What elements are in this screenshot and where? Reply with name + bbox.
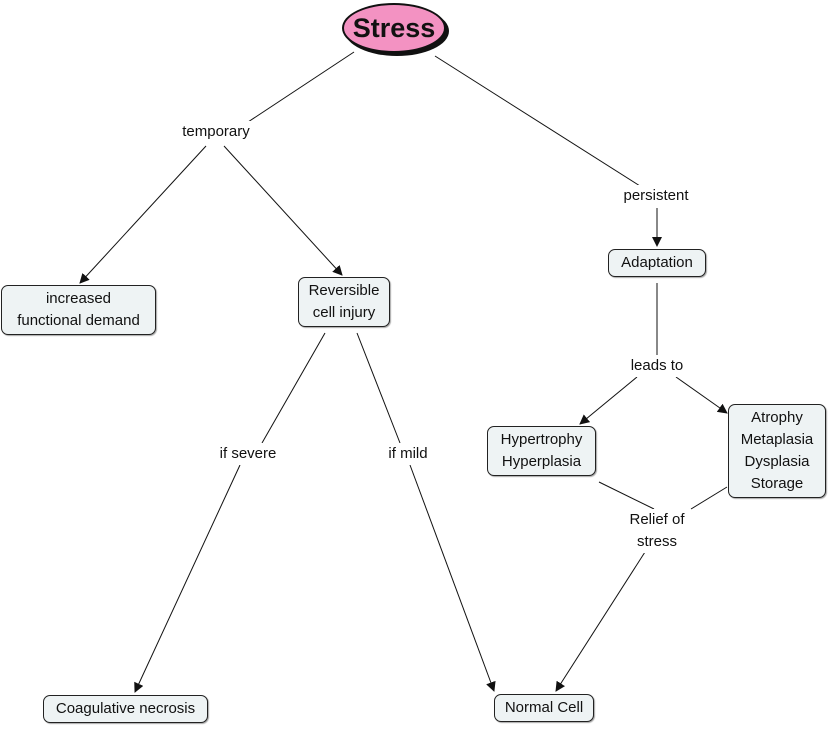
- concept-coagulative-necrosis[interactable]: Coagulative necrosis: [43, 695, 208, 723]
- node-line: increased: [45, 290, 112, 307]
- node-line: Dysplasia: [744, 453, 810, 470]
- node-line: Coagulative necrosis: [55, 700, 196, 717]
- edge-hypertrophy-relief: [598, 481, 655, 510]
- edge-temporary-demand: [79, 145, 207, 284]
- edge-ifsevere-necrosis: [134, 464, 241, 693]
- concept-increased-functional-demand[interactable]: increased functional demand: [1, 285, 156, 335]
- stress-ellipse: [342, 3, 446, 53]
- node-line: Hypertrophy: [500, 431, 583, 448]
- node-line: functional demand: [17, 312, 140, 329]
- concept-stress[interactable]: Stress: [342, 3, 450, 57]
- node-line: Reversible: [308, 282, 380, 299]
- link-persistent: persistent: [621, 185, 691, 207]
- edge-ifmild-normal: [409, 464, 496, 692]
- edge-atrophy-relief: [690, 486, 728, 510]
- stress-label: Stress: [352, 13, 436, 43]
- concept-atrophy-metaplasia-dysplasia-storage[interactable]: Atrophy Metaplasia Dysplasia Storage: [728, 404, 826, 498]
- edge-stress-temporary: [247, 51, 355, 123]
- edge-relief-normal: [555, 551, 646, 692]
- edge-leadsto-hypertrophy: [579, 376, 638, 425]
- edge-reversible-ifsevere: [261, 332, 326, 444]
- node-line: Storage: [750, 475, 804, 492]
- node-line: cell injury: [312, 304, 376, 321]
- link-relief-of-stress: Relief of stress: [627, 509, 687, 553]
- relief-line-2: stress: [636, 533, 677, 550]
- link-leads-to: leads to: [628, 355, 686, 377]
- concept-normal-cell[interactable]: Normal Cell: [494, 694, 594, 722]
- concept-reversible-cell-injury[interactable]: Reversible cell injury: [298, 277, 390, 327]
- node-line: Atrophy: [751, 409, 803, 426]
- link-if-severe: if severe: [217, 443, 279, 465]
- node-line: Normal Cell: [504, 699, 584, 716]
- node-line: Metaplasia: [740, 431, 814, 448]
- relief-line-1: Relief of: [629, 511, 685, 528]
- concept-hypertrophy-hyperplasia[interactable]: Hypertrophy Hyperplasia: [487, 426, 596, 476]
- concept-adaptation[interactable]: Adaptation: [608, 249, 706, 277]
- edge-reversible-ifmild: [356, 332, 401, 444]
- node-line: Adaptation: [621, 254, 693, 271]
- edge-temporary-reversible: [223, 145, 343, 276]
- link-if-mild: if mild: [386, 443, 430, 465]
- edge-stress-persistent: [434, 55, 641, 187]
- node-line: Hyperplasia: [501, 453, 582, 470]
- edge-leadsto-atrophy: [675, 376, 728, 414]
- link-temporary: temporary: [180, 121, 252, 143]
